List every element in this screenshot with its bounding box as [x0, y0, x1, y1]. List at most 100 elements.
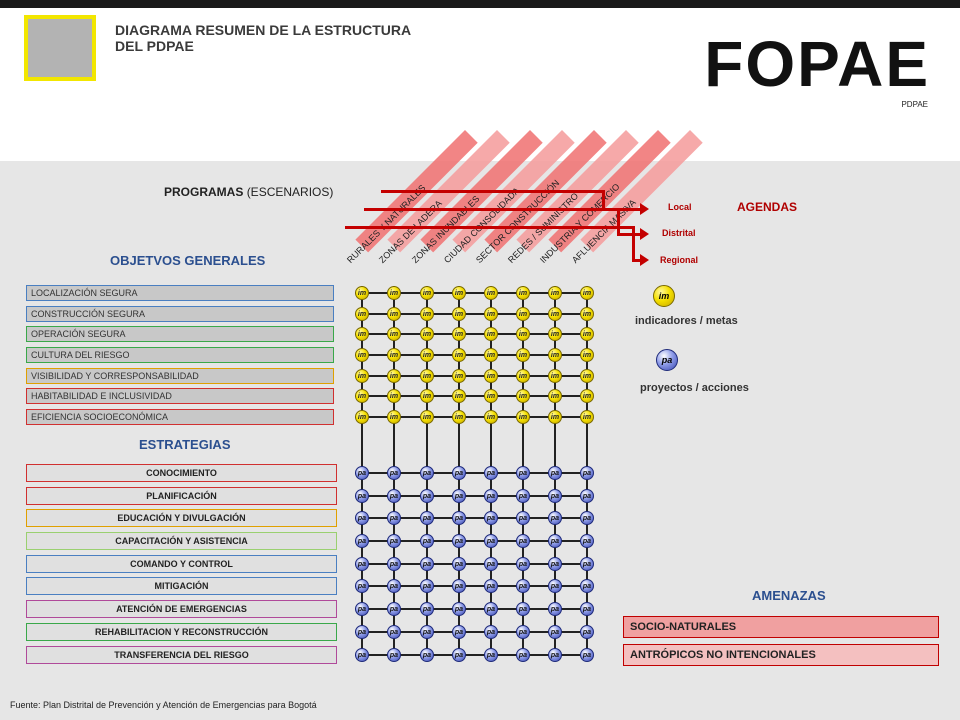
legend-indicator-icon: im [653, 285, 675, 307]
programas-label: PROGRAMAS [164, 185, 244, 199]
project-node-icon: pa [580, 557, 594, 571]
project-node-icon: pa [548, 625, 562, 639]
indicator-node-icon: im [387, 410, 401, 424]
project-node-icon: pa [355, 534, 369, 548]
indicator-node-icon: im [580, 348, 594, 362]
grid-row-line [355, 563, 587, 565]
project-node-icon: pa [484, 534, 498, 548]
indicator-node-icon: im [484, 286, 498, 300]
project-node-icon: pa [516, 534, 530, 548]
project-node-icon: pa [548, 602, 562, 616]
estrategia-item: CAPACITACIÓN Y ASISTENCIA [26, 532, 337, 550]
title-line-2: DEL PDPAE [115, 38, 194, 54]
indicator-node-icon: im [548, 327, 562, 341]
project-node-icon: pa [548, 534, 562, 548]
project-node-icon: pa [387, 466, 401, 480]
project-node-icon: pa [484, 602, 498, 616]
agendas-title: AGENDAS [737, 200, 798, 214]
project-node-icon: pa [387, 648, 401, 662]
indicator-node-icon: im [387, 389, 401, 403]
arrowhead-icon [640, 254, 649, 266]
project-node-icon: pa [452, 511, 466, 525]
project-node-icon: pa [355, 557, 369, 571]
title-line-1: DIAGRAMA RESUMEN DE LA ESTRUCTURA [115, 22, 412, 38]
agenda-vline-local [602, 190, 605, 210]
agenda-distrital: Distrital [662, 228, 696, 238]
grid-row-line [355, 416, 587, 418]
project-node-icon: pa [387, 579, 401, 593]
project-node-icon: pa [452, 557, 466, 571]
grid-row-line [355, 292, 587, 294]
project-node-icon: pa [387, 511, 401, 525]
indicator-node-icon: im [452, 307, 466, 321]
indicator-node-icon: im [387, 369, 401, 383]
indicator-node-icon: im [484, 410, 498, 424]
agenda-local: Local [668, 202, 692, 212]
brand-logo: FOPAE [704, 28, 930, 100]
project-node-icon: pa [355, 579, 369, 593]
project-node-icon: pa [420, 602, 434, 616]
indicator-node-icon: im [516, 369, 530, 383]
project-node-icon: pa [355, 602, 369, 616]
indicator-node-icon: im [516, 389, 530, 403]
objetivo-item: CULTURA DEL RIESGO [26, 347, 334, 363]
indicator-node-icon: im [548, 348, 562, 362]
indicator-node-icon: im [580, 286, 594, 300]
amenaza-antropicos: ANTRÓPICOS NO INTENCIONALES [623, 644, 939, 666]
estrategia-item: REHABILITACION Y RECONSTRUCCIÓN [26, 623, 337, 641]
objetivo-item: HABITABILIDAD E INCLUSIVIDAD [26, 388, 334, 404]
agenda-line-local [381, 190, 604, 193]
project-node-icon: pa [548, 648, 562, 662]
brand-subtitle: PDPAE [901, 100, 928, 109]
grid-row-line [355, 472, 587, 474]
indicator-node-icon: im [420, 307, 434, 321]
project-node-icon: pa [420, 489, 434, 503]
grid-row-line [355, 495, 587, 497]
amenazas-title: AMENAZAS [752, 588, 826, 603]
grid-row-line [355, 354, 587, 356]
agenda-line-regional [345, 226, 634, 229]
indicator-node-icon: im [387, 327, 401, 341]
grid-row-line [355, 654, 587, 656]
grid-row-line [355, 585, 587, 587]
indicator-node-icon: im [452, 389, 466, 403]
project-node-icon: pa [580, 579, 594, 593]
project-node-icon: pa [548, 489, 562, 503]
indicator-node-icon: im [355, 348, 369, 362]
objetivo-item: CONSTRUCCIÓN SEGURA [26, 306, 334, 322]
project-node-icon: pa [387, 625, 401, 639]
arrowhead-icon [640, 203, 649, 215]
project-node-icon: pa [516, 602, 530, 616]
top-bar [0, 0, 960, 8]
indicator-node-icon: im [548, 369, 562, 383]
indicator-node-icon: im [580, 369, 594, 383]
objetivo-item: LOCALIZACIÓN SEGURA [26, 285, 334, 301]
grid-row-line [355, 333, 587, 335]
arrowhead-icon [640, 228, 649, 240]
indicator-node-icon: im [420, 369, 434, 383]
indicator-node-icon: im [355, 389, 369, 403]
project-node-icon: pa [580, 534, 594, 548]
indicator-node-icon: im [484, 327, 498, 341]
project-node-icon: pa [387, 602, 401, 616]
indicator-node-icon: im [484, 348, 498, 362]
indicator-node-icon: im [387, 307, 401, 321]
agenda-arrow-regional [632, 259, 642, 262]
project-node-icon: pa [580, 648, 594, 662]
project-node-icon: pa [420, 511, 434, 525]
legend-project-icon: pa [656, 349, 678, 371]
project-node-icon: pa [484, 579, 498, 593]
project-node-icon: pa [452, 602, 466, 616]
indicator-node-icon: im [452, 348, 466, 362]
project-node-icon: pa [452, 534, 466, 548]
programas-sublabel: (ESCENARIOS) [246, 185, 334, 199]
indicator-node-icon: im [355, 307, 369, 321]
project-node-icon: pa [452, 466, 466, 480]
estrategia-item: EDUCACIÓN Y DIVULGACIÓN [26, 509, 337, 527]
indicator-node-icon: im [580, 410, 594, 424]
page-title: DIAGRAMA RESUMEN DE LA ESTRUCTURA DEL PD… [115, 22, 515, 54]
source-note: Fuente: Plan Distrital de Prevención y A… [10, 700, 317, 710]
project-node-icon: pa [387, 534, 401, 548]
project-node-icon: pa [548, 511, 562, 525]
project-node-icon: pa [387, 489, 401, 503]
